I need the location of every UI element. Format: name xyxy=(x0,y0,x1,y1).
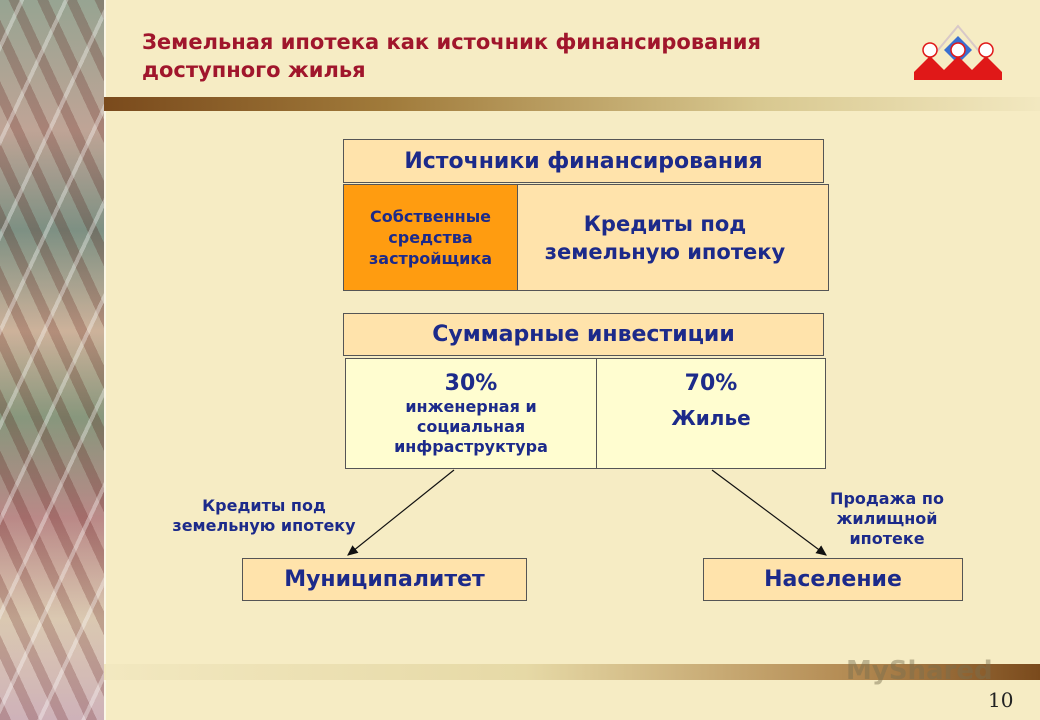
watermark: MyShared xyxy=(846,656,993,686)
land-mortgage-credits-box: Кредиты под земельную ипотеку xyxy=(517,184,829,291)
strip-edge xyxy=(104,0,106,720)
infrastructure-share-box: 30% инженерная и социальная инфраструкту… xyxy=(345,358,597,469)
municipality-text: Муниципалитет xyxy=(284,567,485,592)
sources-header: Источники финансирования xyxy=(343,139,824,183)
infrastructure-line-3: инфраструктура xyxy=(394,436,548,456)
top-rule xyxy=(104,97,1040,111)
housing-label: Жилье xyxy=(671,406,751,430)
title-line-1: Земельная ипотека как источник финансиро… xyxy=(142,30,761,54)
population-flow-label: Продажа по жилищной ипотеке xyxy=(808,489,966,549)
own-funds-line-1: Собственные xyxy=(369,207,492,226)
housing-percent: 70% xyxy=(684,371,738,396)
municipal-flow-label: Кредиты под земельную ипотеку xyxy=(150,496,378,536)
logo-icon xyxy=(914,24,1002,80)
municipal-flow-line-2: земельную ипотеку xyxy=(172,516,356,535)
credits-line-1: Кредиты под xyxy=(583,211,747,236)
bottom-rule xyxy=(104,664,1040,680)
population-box: Население xyxy=(703,558,963,601)
own-funds-line-3: застройщика xyxy=(368,249,493,268)
decorative-securities-strip xyxy=(0,0,104,720)
infrastructure-line-2: социальная xyxy=(416,416,526,436)
arrow-icon xyxy=(711,469,827,556)
own-funds-line-2: средства xyxy=(388,228,473,247)
investments-header: Суммарные инвестиции xyxy=(343,313,824,356)
sources-header-text: Источники финансирования xyxy=(404,148,763,174)
infrastructure-line-1: инженерная и xyxy=(405,396,537,416)
infrastructure-percent: 30% xyxy=(444,370,498,396)
population-text: Население xyxy=(764,567,902,592)
municipality-box: Муниципалитет xyxy=(242,558,527,601)
investments-header-text: Суммарные инвестиции xyxy=(432,322,735,347)
housing-share-box: 70% Жилье xyxy=(596,358,826,469)
slide-title: Земельная ипотека как источник финансиро… xyxy=(142,28,882,84)
population-flow-line-3: ипотеке xyxy=(849,529,925,548)
arrow-icon xyxy=(347,469,455,556)
title-line-2: доступного жилья xyxy=(142,58,366,82)
own-funds-box: Собственные средства застройщика xyxy=(343,184,518,291)
credits-line-2: земельную ипотеку xyxy=(544,239,786,264)
page-number: 10 xyxy=(988,688,1014,712)
municipal-flow-line-1: Кредиты под xyxy=(202,496,326,515)
population-flow-line-1: Продажа по xyxy=(830,489,944,508)
population-flow-line-2: жилищной xyxy=(836,509,938,528)
